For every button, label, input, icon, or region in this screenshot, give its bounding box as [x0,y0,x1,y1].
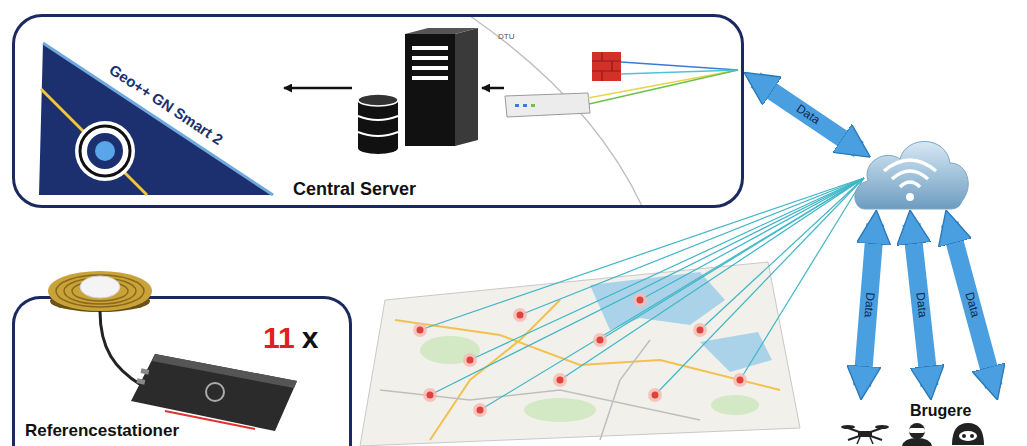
divider-arc [470,16,642,206]
count-sign: x [302,321,319,356]
data-arrow [950,224,994,387]
panel-title: Referencestationer [25,421,179,441]
cloud-shape-art [850,125,970,210]
logo-triangle: Geo++ GN Smart 2 [25,25,277,199]
flow-arrow [482,87,504,90]
logo-triangle-art [25,25,277,199]
network-lines [588,62,738,104]
edge-label: Data [912,290,929,321]
station-panel: Referencestationer 11x [12,296,352,446]
server-icon [358,28,478,154]
router-icon [505,93,590,117]
station-links [413,178,864,417]
cloud-shape [850,125,970,210]
map [360,262,800,446]
user-group: Brugere [840,400,1015,446]
group-title: Brugere [910,402,971,420]
edge-label: Data [861,290,877,320]
count-number: 11 [263,321,295,356]
data-arrow [912,224,930,386]
flow-arrow [284,87,352,90]
site-tag: DTU [498,32,514,41]
panel-title: Central Server [293,179,416,200]
data-arrow [756,80,859,149]
firewall-icon [592,52,621,81]
data-arrow [862,224,875,386]
server-panel: Central Server Geo++ GN Smart 2 [12,14,744,208]
edge-label: Data [961,289,982,321]
edge-label: Data [791,101,823,129]
